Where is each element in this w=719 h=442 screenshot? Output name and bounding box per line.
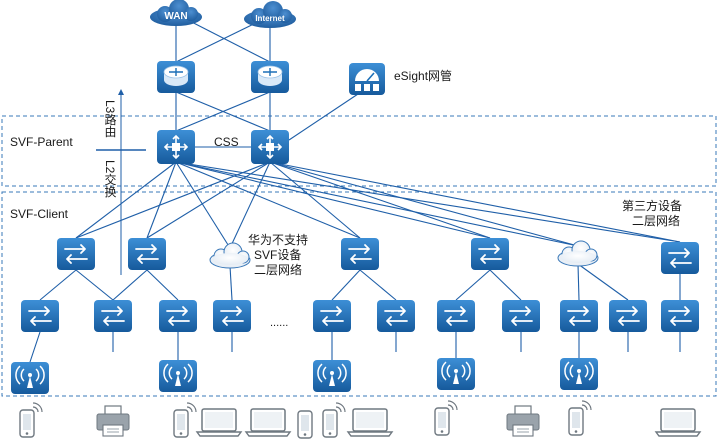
terminal-printer-1 [96, 405, 130, 437]
svf-client-label: SVF-Client [10, 207, 69, 221]
link-line [229, 265, 233, 301]
access-switch-s4 [213, 300, 251, 332]
access-switch-s6 [377, 300, 415, 332]
terminal-phone-1 [19, 409, 35, 438]
terminal-phone-2-wifi [186, 402, 197, 413]
aggregation-switch-a5 [661, 242, 699, 274]
link-line [175, 161, 361, 239]
link-line [29, 331, 41, 363]
link-line [146, 161, 271, 239]
wan-cloud: WAN [150, 0, 202, 26]
link-line [75, 161, 271, 239]
link-line [455, 269, 491, 301]
link-line [359, 269, 397, 301]
terminal-printer-2 [506, 405, 540, 437]
terminal-laptop-4 [654, 408, 702, 437]
link-line [112, 269, 148, 301]
terminal-phone-6 [568, 407, 584, 436]
svf-client-zone [1, 191, 717, 397]
wireless-ap-ap2 [159, 360, 197, 392]
internet-cloud-text: Internet [255, 14, 285, 23]
l3-routing-label: L3路由 [103, 100, 117, 137]
link-line [269, 161, 491, 239]
non-svf-cloud [209, 242, 251, 269]
link-line [175, 161, 579, 247]
l2-switching-label: L2交换 [103, 160, 117, 197]
internet-cloud: Internet [244, 1, 296, 28]
core-switch-2 [251, 130, 289, 164]
router-1 [157, 61, 195, 93]
link-line [577, 263, 580, 301]
terminal-phone-4-wifi [335, 402, 346, 413]
terminal-phone-5 [434, 407, 450, 436]
link-line [75, 269, 114, 301]
third-party-label-2: 二层网络 [632, 213, 680, 228]
link-line [75, 161, 177, 239]
link-line [146, 269, 179, 301]
access-switch-s3 [159, 300, 197, 332]
terminal-phone-2 [173, 409, 189, 438]
link-line [229, 161, 271, 249]
link-line [39, 269, 77, 301]
terminal-phone-6-wifi [581, 400, 592, 411]
access-switch-s1 [21, 300, 59, 332]
link-line [175, 161, 491, 239]
aggregation-switch-a2 [128, 238, 166, 270]
ellipsis-label: ...... [270, 317, 288, 329]
non-svf-label-2: SVF设备 [254, 248, 301, 262]
aggregation-switch-a3 [341, 238, 379, 270]
third-party-label-1: 第三方设备 [622, 198, 682, 213]
access-switch-s2 [94, 300, 132, 332]
wireless-ap-ap5 [560, 358, 598, 390]
terminal-phone-4 [322, 409, 338, 438]
terminal-phone-5-wifi [447, 400, 458, 411]
link-line [269, 161, 681, 243]
router-2 [251, 61, 289, 93]
terminal-phone-3 [297, 410, 313, 439]
connection-lines [29, 13, 681, 363]
terminal-laptop-3 [346, 408, 394, 437]
third-party-cloud [557, 240, 599, 267]
access-switch-s9 [560, 300, 598, 332]
css-label: CSS [214, 135, 239, 149]
terminal-laptop-2 [244, 408, 292, 437]
link-line [146, 161, 177, 239]
terminal-laptop-1 [195, 408, 243, 437]
access-switch-s8 [502, 300, 540, 332]
link-line [331, 269, 361, 301]
esight-server [349, 63, 385, 95]
access-switch-s7 [437, 300, 475, 332]
terminal-phone-1-wifi [32, 402, 43, 413]
core-switch-1 [157, 130, 195, 164]
link-line [175, 161, 231, 249]
aggregation-switch-a4 [471, 238, 509, 270]
wireless-ap-ap1 [11, 362, 49, 394]
link-line [269, 161, 579, 247]
wireless-ap-ap4 [437, 358, 475, 390]
devices: WAN Internet [11, 0, 702, 439]
link-line [269, 161, 361, 239]
wireless-ap-ap3 [313, 360, 351, 392]
aggregation-switch-a1 [57, 238, 95, 270]
access-switch-s11 [661, 300, 699, 332]
link-line [175, 91, 271, 132]
link-line [175, 161, 681, 243]
link-line [577, 263, 629, 301]
esight-label: eSight网管 [394, 68, 452, 83]
access-switch-s10 [609, 300, 647, 332]
non-svf-label-1: 华为不支持 [248, 232, 308, 247]
esight-link [288, 93, 359, 141]
svf-parent-label: SVF-Parent [10, 135, 73, 149]
wan-cloud-text: WAN [164, 11, 187, 22]
non-svf-label-3: 二层网络 [254, 262, 302, 277]
access-switch-s5 [313, 300, 351, 332]
link-line [489, 269, 522, 301]
